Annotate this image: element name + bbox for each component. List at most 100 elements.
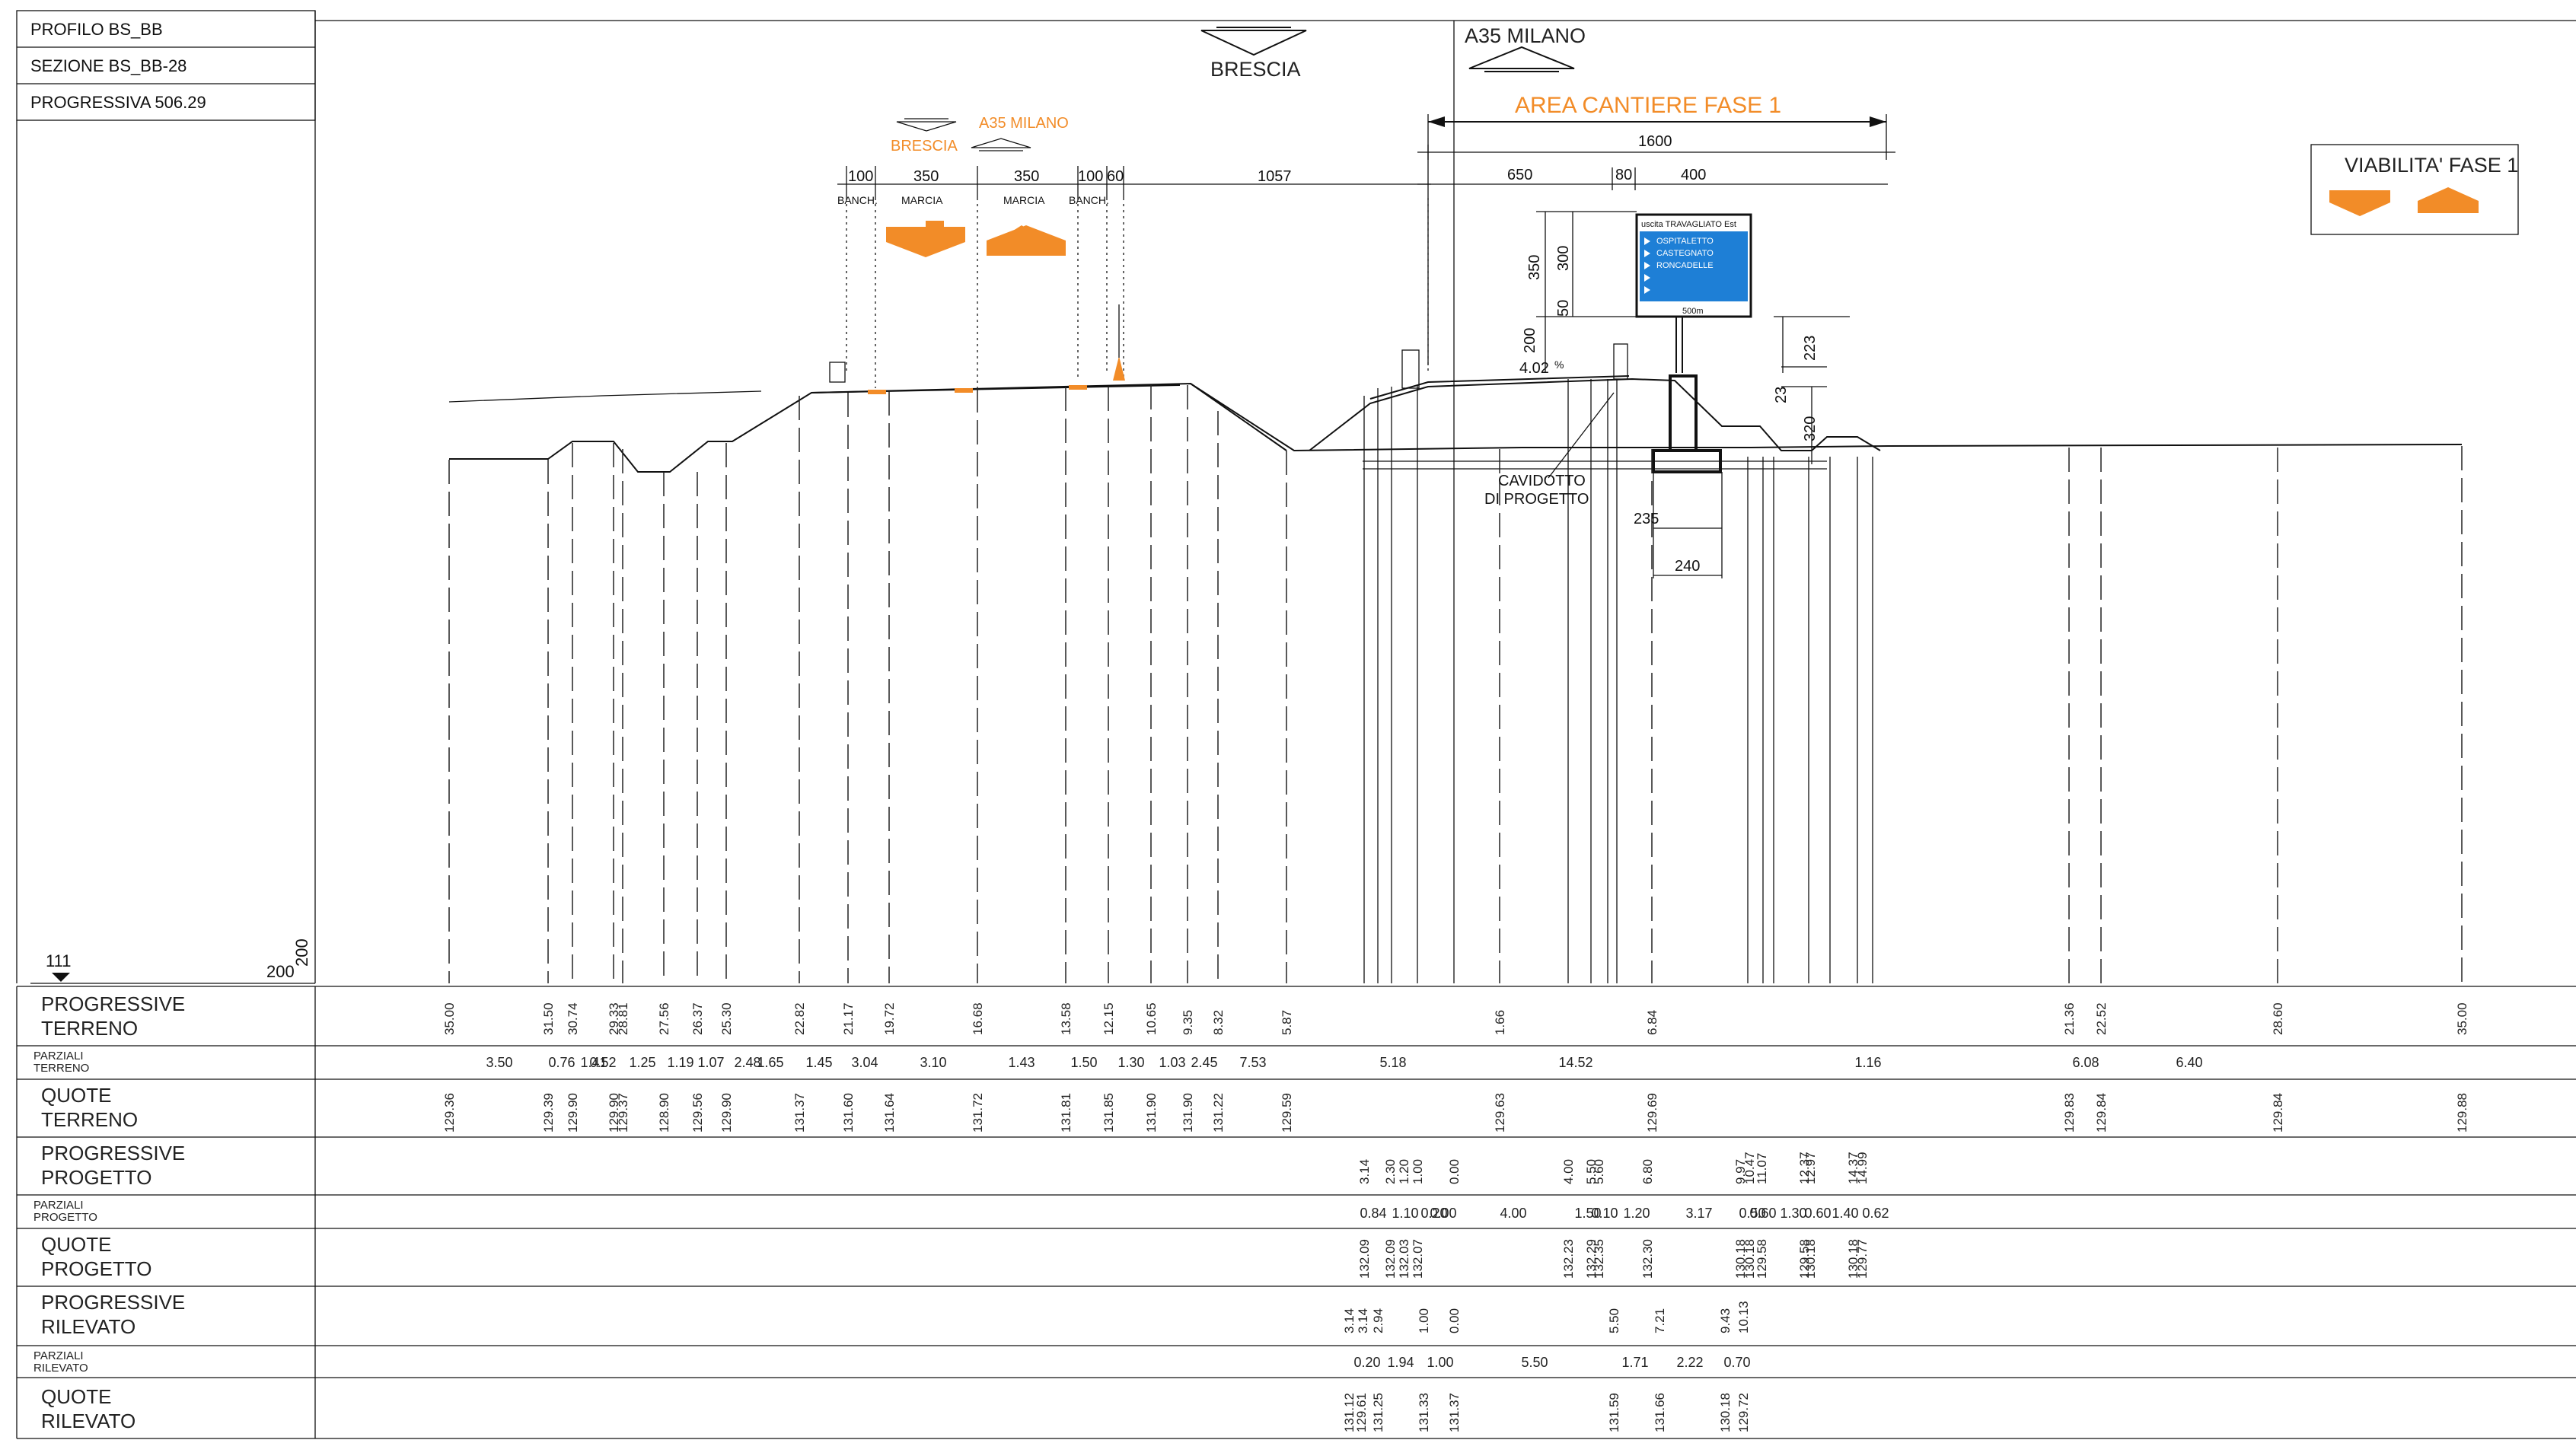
parz-rilevato-cell: 2.22 xyxy=(1676,1355,1703,1370)
quote-terreno-cell: 129.88 xyxy=(2455,1093,2469,1133)
title-block: PROFILO BS_BB SEZIONE BS_BB-28 PROGRESSI… xyxy=(16,10,316,983)
quote-progetto-cell: 132.07 xyxy=(1411,1239,1425,1279)
row-label-quote-terreno-2: TERRENO xyxy=(41,1108,138,1131)
parz-progetto-cell: 3.17 xyxy=(1685,1206,1712,1221)
prog-progetto-cell: 14.99 xyxy=(1855,1152,1870,1184)
quote-progetto-cell: 132.29 xyxy=(1584,1239,1599,1279)
parz-terreno-cell: 3.10 xyxy=(920,1055,946,1070)
parz-rilevato-cell: 5.50 xyxy=(1521,1355,1548,1370)
parz-terreno-cell: 1.16 xyxy=(1854,1055,1881,1070)
quote-progetto-cell: 130.18 xyxy=(1742,1239,1757,1279)
prog-progetto-cell: 0.00 xyxy=(1447,1159,1462,1184)
row-label-quote-progetto-2: PROGETTO xyxy=(41,1257,151,1280)
row-label-prog-progetto-2: PROGETTO xyxy=(41,1166,151,1189)
prog-rilevato-cell: 7.21 xyxy=(1653,1308,1667,1333)
parz-terreno-cell: 1.25 xyxy=(629,1055,655,1070)
prog-terreno-cell: 12.15 xyxy=(1101,1002,1116,1035)
sezione-label: SEZIONE BS_BB-28 xyxy=(30,56,187,75)
datum-triangle-icon xyxy=(52,973,70,982)
dim-100b: 100 xyxy=(1078,168,1103,185)
prog-terreno-cell: 35.00 xyxy=(2455,1002,2469,1035)
parz-progetto-cell: 0.60 xyxy=(1804,1206,1831,1221)
parz-terreno-cell: 7.53 xyxy=(1239,1055,1266,1070)
quote-rilevato-cell: 131.37 xyxy=(1447,1393,1462,1432)
quote-rilevato-cell: 131.33 xyxy=(1417,1393,1431,1432)
quote-terreno-cell: 129.90 xyxy=(566,1093,580,1133)
prog-terreno-cell: 6.84 xyxy=(1645,1010,1659,1035)
parz-terreno-cell: 6.40 xyxy=(2176,1055,2202,1070)
parz-progetto-cell: 1.20 xyxy=(1623,1206,1650,1221)
parz-terreno-cell: 14.52 xyxy=(1558,1055,1592,1070)
parz-progetto-cell: 1.40 xyxy=(1832,1206,1858,1221)
quote-terreno-cell: 129.63 xyxy=(1493,1093,1507,1133)
prog-terreno-cell: 30.74 xyxy=(566,1002,580,1035)
quote-terreno-cell: 131.90 xyxy=(1144,1093,1159,1133)
parz-rilevato-cell: 1.71 xyxy=(1621,1355,1648,1370)
dim-350a: 350 xyxy=(913,168,939,185)
prog-rilevato-cell: 3.14 xyxy=(1342,1308,1357,1333)
prog-progetto-cell: 4.00 xyxy=(1561,1159,1576,1184)
quote-rilevato-cell: 131.12 xyxy=(1342,1393,1357,1432)
data-table: PROGRESSIVE TERRENO PARZIALI TERRENO QUO… xyxy=(16,986,2576,1439)
parz-terreno-cell: 1.43 xyxy=(1008,1055,1035,1070)
row-label-parz-terreno-1: PARZIALI xyxy=(33,1050,84,1062)
prog-rilevato-cell: 3.14 xyxy=(1356,1308,1370,1333)
prog-terreno-cell: 29.33 xyxy=(607,1002,621,1035)
quote-progetto-cell: 132.03 xyxy=(1397,1239,1411,1279)
prog-progetto-cell: 5.60 xyxy=(1592,1159,1606,1184)
sign-dest-3: RONCADELLE xyxy=(1656,261,1714,270)
prog-progetto-cell: 6.80 xyxy=(1640,1159,1655,1184)
quote-terreno-cell: 129.69 xyxy=(1645,1093,1659,1133)
datum-value: 111 xyxy=(46,951,71,970)
parz-terreno-cell: 2.48 xyxy=(734,1055,760,1070)
row-label-parz-rilevato-2: RILEVATO xyxy=(33,1362,88,1375)
parz-progetto-cell: 0.50 xyxy=(1739,1206,1765,1221)
dim-100a: 100 xyxy=(848,168,873,185)
quote-terreno-cell: 129.84 xyxy=(2094,1093,2109,1133)
dim-320: 320 xyxy=(1802,416,1819,441)
prog-terreno-cell: 27.56 xyxy=(657,1002,671,1035)
parz-rilevato-cell: 1.94 xyxy=(1387,1355,1414,1370)
dim-1600: 1600 xyxy=(1638,133,1672,150)
prog-terreno-cell: 35.00 xyxy=(442,1002,457,1035)
prog-terreno-cell: 28.60 xyxy=(2271,1002,2285,1035)
row-label-prog-terreno-1: PROGRESSIVE xyxy=(41,992,185,1015)
quote-progetto-cell: 130.18 xyxy=(1803,1239,1818,1279)
dim-240: 240 xyxy=(1675,558,1700,575)
datum-reference: 111 200 200 xyxy=(30,938,315,984)
terrain-profile xyxy=(448,304,2463,473)
prog-progetto-cell: 5.50 xyxy=(1584,1159,1599,1184)
viabilita-arrow-down-icon xyxy=(2329,202,2390,216)
dim-300-sign: 300 xyxy=(1555,246,1572,271)
parz-terreno-cell: 1.03 xyxy=(1159,1055,1185,1070)
prog-rilevato-cell: 0.00 xyxy=(1447,1308,1462,1333)
parz-terreno-cell: 5.18 xyxy=(1379,1055,1406,1070)
scale-h: 200 xyxy=(266,962,295,981)
marcia-label-a: MARCIA xyxy=(901,194,943,206)
parz-terreno-cell: 1.45 xyxy=(805,1055,832,1070)
prog-rilevato-cell: 9.43 xyxy=(1718,1308,1733,1333)
banch-label-a: BANCH. xyxy=(837,194,878,206)
prog-progetto-cell: 3.14 xyxy=(1357,1159,1372,1184)
prog-terreno-cell: 21.17 xyxy=(841,1002,856,1035)
prog-rilevato-cell: 1.00 xyxy=(1417,1308,1431,1333)
sign-panel xyxy=(1640,231,1748,301)
quote-progetto-cell: 132.35 xyxy=(1592,1239,1606,1279)
prog-terreno-cell: 10.65 xyxy=(1144,1002,1159,1035)
dim-235: 235 xyxy=(1634,511,1659,527)
quote-rilevato-cell: 130.18 xyxy=(1718,1393,1733,1432)
prog-rilevato-cell: 5.50 xyxy=(1607,1308,1621,1333)
prog-terreno-cell: 31.50 xyxy=(541,1002,556,1035)
dim-50-sign: 50 xyxy=(1555,300,1572,317)
row-label-quote-rilevato-1: QUOTE xyxy=(41,1385,111,1408)
quote-terreno-cell: 131.22 xyxy=(1211,1093,1226,1133)
prog-terreno-cell: 16.68 xyxy=(971,1002,985,1035)
milano-small-label: A35 MILANO xyxy=(979,115,1069,132)
parz-terreno-cell: 3.50 xyxy=(486,1055,512,1070)
quote-terreno-cell: 129.90 xyxy=(719,1093,734,1133)
prog-terreno-cell: 21.36 xyxy=(2062,1002,2077,1035)
row-label-parz-rilevato-1: PARZIALI xyxy=(33,1349,84,1362)
dim-80: 80 xyxy=(1615,167,1632,183)
quote-terreno-cell: 131.60 xyxy=(841,1093,856,1133)
banch-label-b: BANCH. xyxy=(1069,194,1109,206)
